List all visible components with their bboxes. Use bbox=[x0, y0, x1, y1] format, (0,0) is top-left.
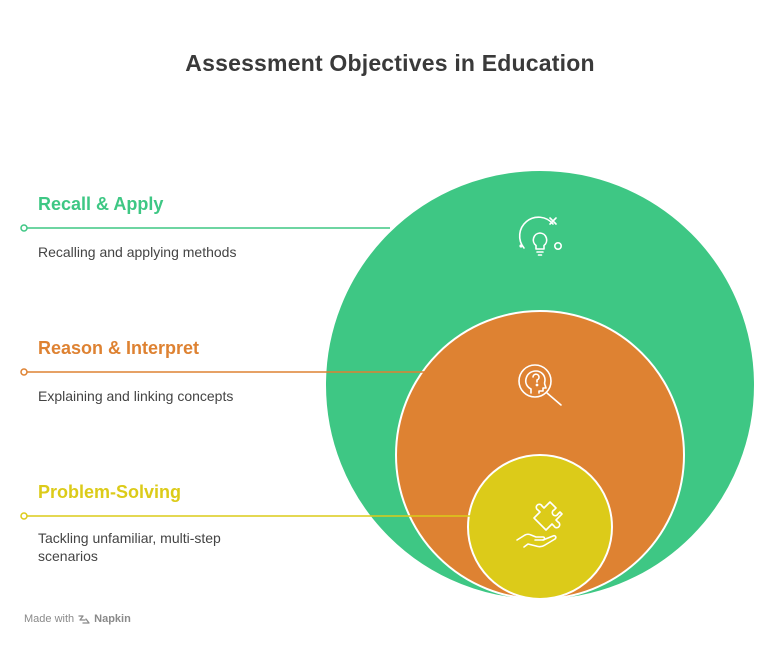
napkin-logo-icon bbox=[78, 615, 90, 624]
diagram-title: Assessment Objectives in Education bbox=[185, 50, 595, 76]
lightbulb-icon bbox=[518, 216, 562, 256]
desc-problem-solving: Tackling unfamiliar, multi-step scenario… bbox=[38, 530, 221, 564]
label-recall-apply: Recall & Apply bbox=[38, 194, 164, 214]
label-problem-solving: Problem-Solving bbox=[38, 482, 182, 502]
made-with-text: Made with bbox=[24, 613, 75, 625]
puzzle-hand-icon bbox=[516, 501, 563, 548]
connector-recall-apply bbox=[20, 224, 390, 232]
desc-recall-apply: Recalling and applying methods bbox=[38, 244, 237, 260]
connector-problem-solving bbox=[20, 512, 470, 520]
footer-attribution[interactable]: Made with Napkin bbox=[24, 613, 131, 625]
connector-reason-interpret bbox=[20, 368, 425, 376]
label-reason-interpret: Reason & Interpret bbox=[38, 338, 200, 358]
problem-solving-circle bbox=[467, 454, 613, 600]
napkin-brand-text: Napkin bbox=[94, 613, 131, 625]
desc-reason-interpret: Explaining and linking concepts bbox=[38, 388, 234, 404]
head-question-search-icon bbox=[518, 364, 562, 406]
